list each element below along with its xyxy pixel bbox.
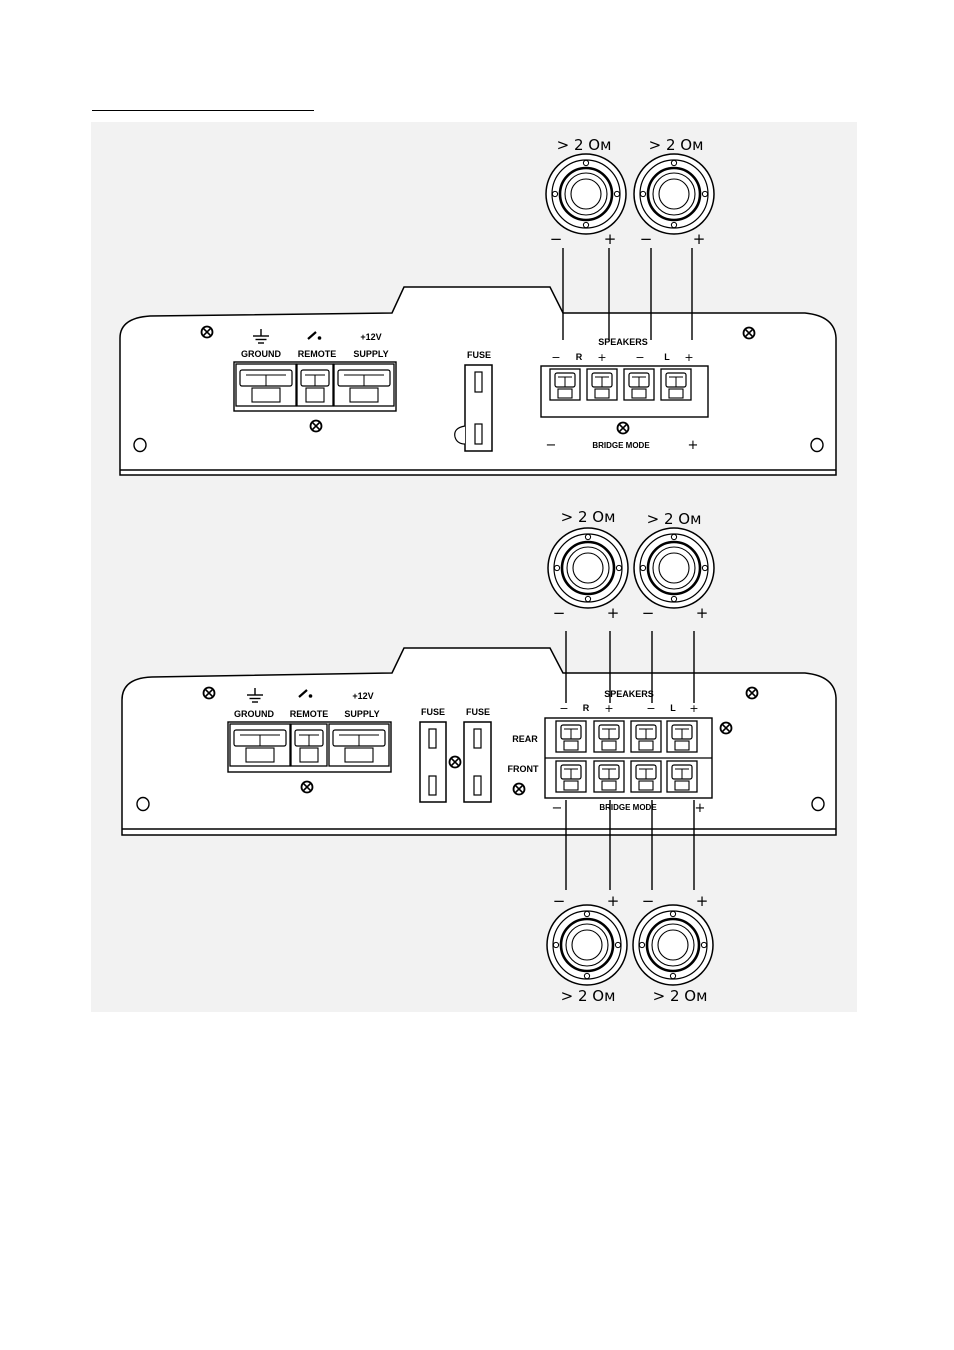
terminal-icon	[594, 761, 624, 792]
minus-sign: −	[640, 230, 653, 248]
supply-label: SUPPLY	[353, 349, 388, 359]
terminal-icon	[236, 364, 296, 406]
speaker-icon	[548, 528, 628, 608]
speaker-icon	[547, 905, 627, 985]
minus-sign: −	[559, 702, 568, 715]
supply-label: SUPPLY	[344, 709, 379, 719]
speaker-icon	[546, 154, 626, 234]
plus-sign: +	[604, 230, 617, 248]
screw-icon	[744, 328, 755, 339]
screw-icon	[721, 723, 732, 734]
speaker-impedance-label: > 2 Ом	[561, 987, 616, 1005]
plus-sign: +	[693, 230, 706, 248]
terminal-icon	[587, 369, 617, 400]
front-label: FRONT	[508, 764, 539, 774]
screw-icon	[204, 688, 215, 699]
terminal-icon	[661, 369, 691, 400]
terminal-icon	[631, 721, 661, 752]
r-label: R	[583, 703, 590, 713]
minus-sign: −	[551, 351, 560, 364]
plus-sign: +	[696, 892, 709, 910]
screw-icon	[302, 782, 313, 793]
ground-label: GROUND	[241, 349, 281, 359]
mount-hole	[811, 439, 823, 452]
speakers-label: SPEAKERS	[604, 689, 654, 699]
terminal-icon	[297, 364, 333, 406]
terminal-icon	[594, 721, 624, 752]
screw-icon	[514, 784, 525, 795]
plus-sign: +	[607, 892, 620, 910]
ground-label: GROUND	[234, 709, 274, 719]
minus-sign: −	[550, 230, 563, 248]
remote-label: REMOTE	[298, 349, 337, 359]
minus-sign: −	[646, 702, 655, 715]
v12-label: +12V	[352, 691, 373, 701]
speaker-impedance-label: > 2 Ом	[653, 987, 708, 1005]
minus-sign: −	[553, 892, 566, 910]
screw-icon	[747, 688, 758, 699]
screw-icon	[618, 423, 629, 434]
terminal-icon	[624, 369, 654, 400]
figure-background	[91, 122, 857, 1012]
v12-label: +12V	[360, 332, 381, 342]
speaker-impedance-label: > 2 Ом	[649, 136, 704, 154]
fuse-icon	[420, 722, 446, 802]
bridge-minus: −	[546, 438, 557, 453]
bridge-minus: −	[552, 801, 563, 816]
bridge-mode-label: BRIDGE MODE	[592, 441, 650, 450]
fuse-label: FUSE	[466, 707, 490, 717]
speakers-label: SPEAKERS	[598, 337, 648, 347]
fuse-label: FUSE	[467, 350, 491, 360]
terminal-icon	[550, 369, 580, 400]
plus-sign: +	[604, 702, 613, 715]
terminal-icon	[556, 761, 586, 792]
rear-label: REAR	[512, 734, 538, 744]
speaker-icon	[633, 905, 713, 985]
minus-sign: −	[553, 604, 566, 622]
minus-sign: −	[642, 892, 655, 910]
fuse-icon	[464, 722, 491, 802]
minus-sign: −	[642, 604, 655, 622]
terminal-icon	[334, 364, 394, 406]
r-label: R	[576, 352, 583, 362]
terminal-icon	[667, 721, 697, 752]
mount-hole	[812, 798, 824, 811]
plus-sign: +	[684, 351, 693, 364]
speaker-icon	[634, 154, 714, 234]
speaker-impedance-label: > 2 Ом	[647, 510, 702, 528]
bridge-mode-label: BRIDGE MODE	[599, 803, 657, 812]
plus-sign: +	[689, 702, 698, 715]
l-label: L	[664, 352, 670, 362]
terminal-icon	[667, 761, 697, 792]
speaker-icon	[634, 528, 714, 608]
remote-label: REMOTE	[290, 709, 329, 719]
terminal-icon	[556, 721, 586, 752]
mount-hole	[134, 439, 146, 452]
terminal-icon	[631, 761, 661, 792]
mount-hole	[137, 798, 149, 811]
speaker-impedance-label: > 2 Ом	[561, 508, 616, 526]
screw-icon	[450, 757, 461, 768]
screw-icon	[202, 327, 213, 338]
screw-icon	[311, 421, 322, 432]
bridge-plus: +	[688, 438, 699, 453]
plus-sign: +	[696, 604, 709, 622]
bridge-plus: +	[695, 801, 706, 816]
terminal-icon	[291, 724, 327, 766]
fuse-label: FUSE	[421, 707, 445, 717]
plus-sign: +	[597, 351, 606, 364]
terminal-icon	[230, 724, 290, 766]
speaker-impedance-label: > 2 Ом	[557, 136, 612, 154]
minus-sign: −	[635, 351, 644, 364]
plus-sign: +	[607, 604, 620, 622]
terminal-icon	[329, 724, 389, 766]
l-label: L	[670, 703, 676, 713]
